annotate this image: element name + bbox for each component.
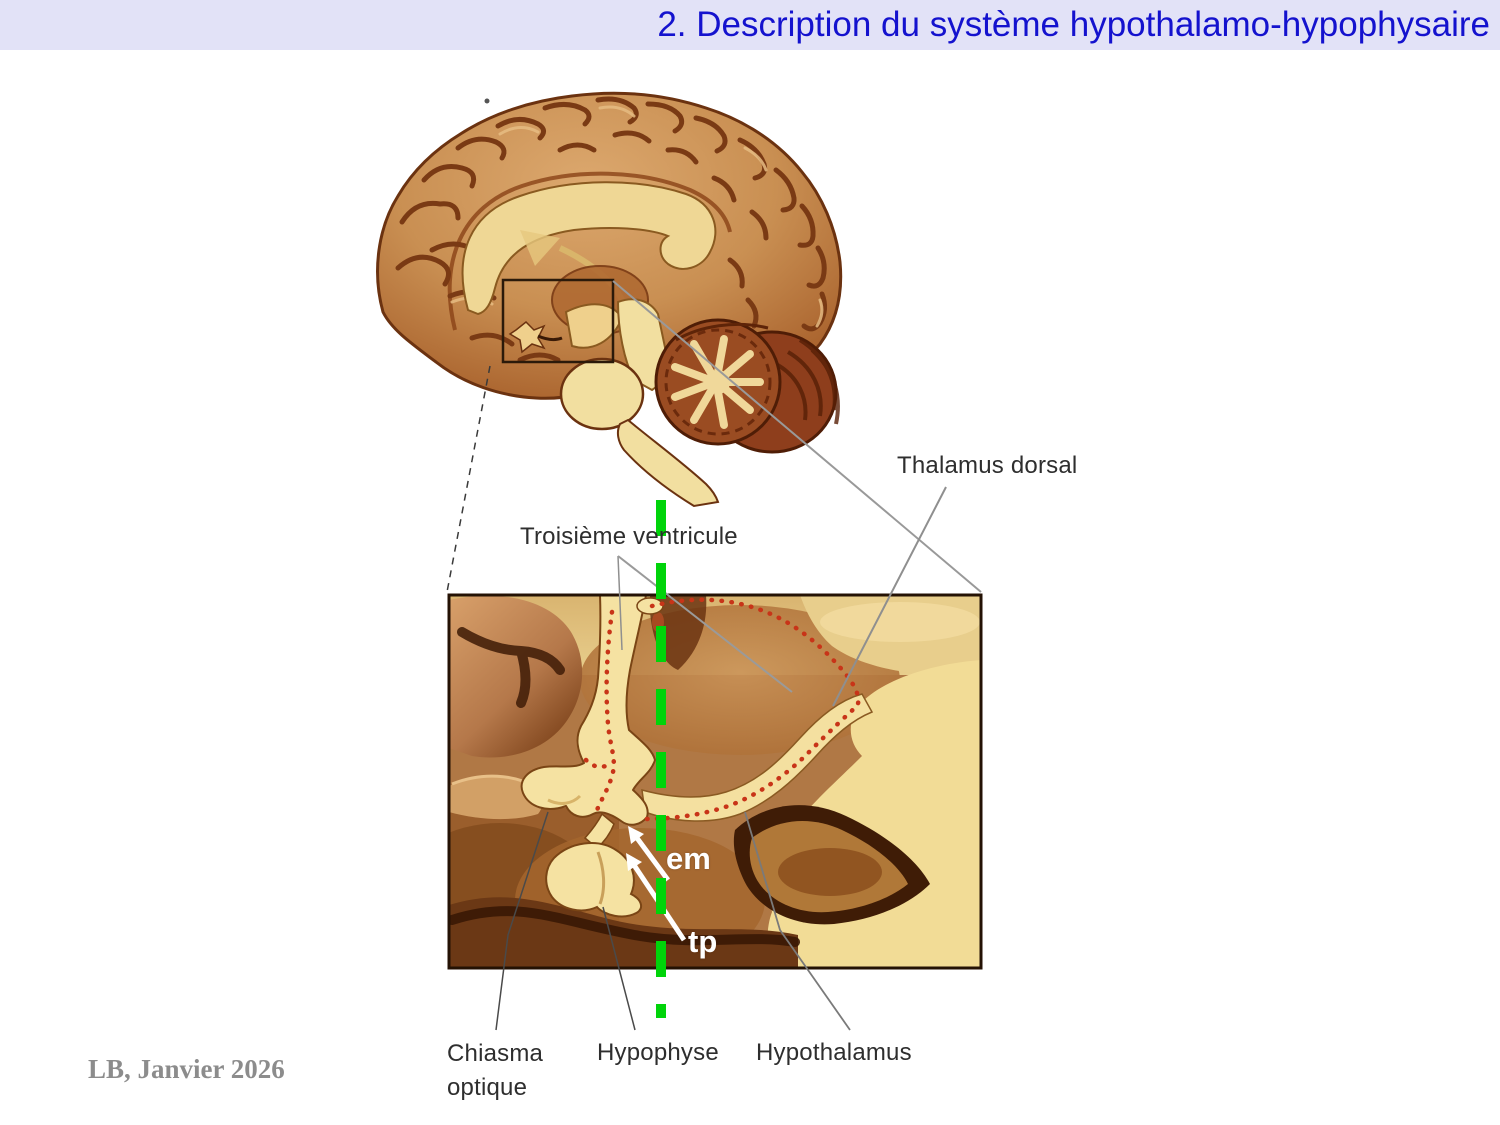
medulla: [616, 418, 720, 508]
label-hypothalamus: Hypothalamus: [756, 1039, 912, 1066]
zoom-rectangle: [501, 278, 615, 364]
label-hypophyse: Hypophyse: [597, 1039, 719, 1066]
label-chiasma-line1: Chiasma: [447, 1040, 544, 1067]
thalamus-leader: [832, 486, 947, 707]
tick-dot: [484, 98, 490, 104]
third-ventricle-shape: [520, 595, 656, 826]
label-em: em: [666, 841, 711, 876]
hypothalamus-leader: [744, 811, 851, 1031]
brain-illustration: [376, 91, 843, 508]
label-chiasma-optique: Chiasma optique: [447, 1037, 543, 1105]
leader-lines: [446, 280, 982, 1031]
pituitary-shape: [545, 842, 643, 918]
inset-border: [447, 593, 983, 970]
chiasma-leader: [495, 811, 549, 1031]
slide-title: 2. Description du système hypothalamo-hy…: [657, 5, 1490, 44]
ventricle-leader-vertical: [617, 555, 623, 651]
gyri-lines: [395, 96, 828, 363]
ventricle-leader-diagonal: [617, 555, 793, 693]
label-tp: tp: [688, 924, 718, 959]
em-arrow-icon: [628, 826, 671, 882]
zoom-line-left: [446, 365, 491, 593]
title-bar: [0, 0, 1500, 50]
label-chiasma-line2: optique: [447, 1074, 528, 1101]
hypophyse-leader: [602, 906, 636, 1031]
corpus-callosum: [461, 181, 717, 316]
inset-illustration: [447, 593, 983, 970]
label-thalamus-dorsal: Thalamus dorsal: [897, 452, 1078, 479]
pons: [559, 357, 645, 431]
author-credit: LB, Janvier 2026: [88, 1054, 285, 1084]
label-troisieme-ventricule: Troisième ventricule: [520, 523, 738, 550]
cerebellum: [654, 318, 840, 454]
red-dotted-boundary: [583, 597, 861, 822]
